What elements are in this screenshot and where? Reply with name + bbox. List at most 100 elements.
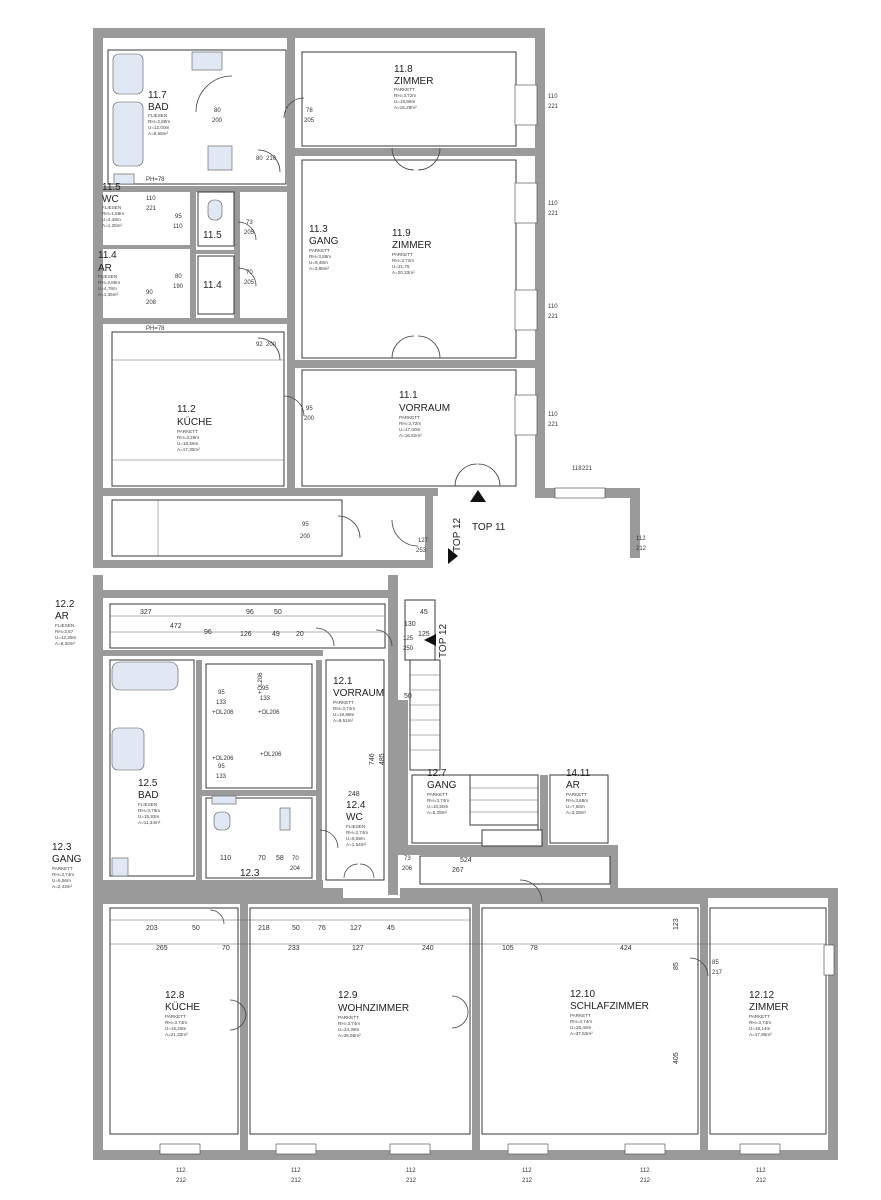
sink-icon: [279, 807, 291, 831]
dimension: 405: [673, 1052, 680, 1064]
svg-text:U=4,78m: U=4,78m: [98, 286, 117, 291]
door-dimensions: 80 200 78 205 80 210 73 205 70 205 92 20…: [146, 108, 429, 872]
door-width: 70: [292, 856, 299, 862]
svg-text:GANG: GANG: [309, 236, 339, 247]
svg-text:RH=3,74m: RH=3,74m: [165, 1020, 187, 1025]
dimension: 58: [276, 855, 284, 862]
window-width: 118: [572, 466, 582, 472]
window-height: 221: [548, 314, 559, 320]
toilet-icon: [207, 199, 223, 221]
room-label-12-12: 12.12 ZIMMER PARKETT RH=3,74m U=18,14m A…: [749, 990, 788, 1037]
shower-icon: [111, 857, 129, 877]
dimension: 50: [404, 693, 412, 700]
door-height: 253: [416, 548, 427, 554]
svg-text:11.2: 11.2: [177, 404, 196, 415]
door-height: 190: [173, 284, 184, 290]
svg-text:U=17,00m: U=17,00m: [399, 427, 420, 432]
svg-text:RH=1,58m: RH=1,58m: [102, 211, 124, 216]
svg-text:PARKETT: PARKETT: [399, 415, 420, 420]
door-width: 95: [306, 406, 313, 412]
svg-text:U=18,56m: U=18,56m: [177, 441, 198, 446]
svg-text:U=26,40m: U=26,40m: [570, 1025, 591, 1030]
closet-label: 11.4: [203, 280, 222, 291]
svg-text:GANG: GANG: [52, 854, 82, 865]
dimension: 267: [452, 867, 464, 874]
door-width: 80: [214, 108, 221, 114]
entrance-label: TOP 12: [452, 517, 463, 552]
room-label-12-9: 12.9 WOHNZIMMER PARKETT RH=3,74m U=24,39…: [338, 990, 409, 1038]
door-height: 205: [304, 118, 315, 124]
upper-fixtures: [112, 51, 233, 221]
door-width: 92: [256, 342, 263, 348]
svg-text:VORRAUM: VORRAUM: [399, 403, 450, 414]
lower-doors: [209, 627, 709, 1031]
window-height: 212: [756, 1178, 767, 1184]
svg-text:A=16,62m²: A=16,62m²: [399, 433, 422, 438]
svg-text:A=5,28m²: A=5,28m²: [427, 810, 448, 815]
toilet-icon: [113, 173, 135, 185]
room-label-11-8: 11.8 ZIMMER PARKETT RH=3,72m U=15,86m A=…: [394, 64, 433, 110]
dimension: 110: [220, 855, 231, 862]
dimension: 248: [348, 791, 360, 798]
dimension: 125: [418, 631, 430, 638]
door-height: 204: [290, 866, 301, 872]
door-height: 200: [300, 534, 311, 540]
svg-text:WOHNZIMMER: WOHNZIMMER: [338, 1003, 409, 1014]
door-width: 95: [302, 522, 309, 528]
svg-text:12.4: 12.4: [346, 800, 366, 811]
svg-text:FLIESEN: FLIESEN: [55, 623, 74, 628]
svg-text:FLIESEN: FLIESEN: [346, 824, 365, 829]
dimension: 70: [222, 945, 230, 952]
door-height: 110: [173, 224, 183, 230]
svg-text:U=19,88m: U=19,88m: [333, 712, 354, 717]
window-height: 212: [291, 1178, 302, 1184]
closet-label: 11.5: [203, 230, 222, 241]
upper-doors: [195, 75, 501, 547]
dimension: 127: [350, 925, 362, 932]
svg-text:WC: WC: [346, 812, 363, 823]
svg-text:KÜCHE: KÜCHE: [165, 1001, 200, 1013]
svg-text:PARKETT: PARKETT: [165, 1014, 186, 1019]
svg-text:11.1: 11.1: [399, 390, 418, 401]
door-height: 250: [403, 646, 414, 652]
room-label-12-8: 12.8 KÜCHE PARKETT RH=3,74m U=15,29m A=2…: [165, 990, 200, 1037]
svg-text:11.9: 11.9: [392, 228, 411, 239]
svg-text:RH=3,74m: RH=3,74m: [333, 706, 355, 711]
door-width: 80: [175, 274, 182, 280]
staircase: [409, 659, 611, 885]
window-width: 112: [522, 1168, 532, 1174]
svg-text:12.8: 12.8: [165, 990, 185, 1001]
room-label-11-4-ar: 11.4 AR FLIESEN RH=3,85m U=4,78m A=1,35m…: [98, 250, 120, 297]
svg-text:RH=3,29m: RH=3,29m: [177, 435, 199, 440]
window-height: 212: [636, 546, 647, 552]
dimension: 95: [218, 764, 225, 770]
window-width: 110: [548, 304, 558, 310]
svg-text:A=35,56m²: A=35,56m²: [338, 1033, 361, 1038]
door-width: 73: [246, 220, 253, 226]
svg-text:BAD: BAD: [148, 102, 169, 113]
dimension: 133: [216, 700, 227, 706]
svg-text:12.12: 12.12: [749, 990, 774, 1001]
svg-text:12.7: 12.7: [427, 768, 447, 779]
dimension: 50: [274, 609, 282, 616]
room-label-11-1: 11.1 VORRAUM PARKETT RH=3,72m U=17,00m A…: [399, 390, 450, 438]
room-label-11-7: 11.7 BAD FLIESEN RH=2,88m U=12,00m A=8,6…: [148, 90, 170, 136]
dimension: 50: [292, 925, 300, 932]
svg-text:A=9,51m²: A=9,51m²: [333, 718, 354, 723]
door-width: 80: [256, 156, 263, 162]
dimension: 49: [272, 631, 280, 638]
svg-text:ZIMMER: ZIMMER: [394, 76, 433, 87]
sink-icon: [191, 51, 223, 71]
door-height: 205: [244, 230, 255, 236]
svg-text:A=2,43m²: A=2,43m²: [52, 884, 73, 889]
dimension: 85: [673, 962, 680, 970]
door-height: 200: [304, 416, 315, 422]
svg-text:11.4: 11.4: [98, 250, 117, 261]
svg-text:PARKETT: PARKETT: [566, 792, 587, 797]
bathtub-icon: [112, 53, 144, 95]
svg-text:RH=3,67: RH=3,67: [55, 629, 74, 634]
upper-windows: [514, 84, 606, 499]
window-height: 217: [712, 970, 723, 976]
bathtub-icon: [111, 661, 179, 691]
svg-text:RH=3,74m: RH=3,74m: [427, 798, 449, 803]
